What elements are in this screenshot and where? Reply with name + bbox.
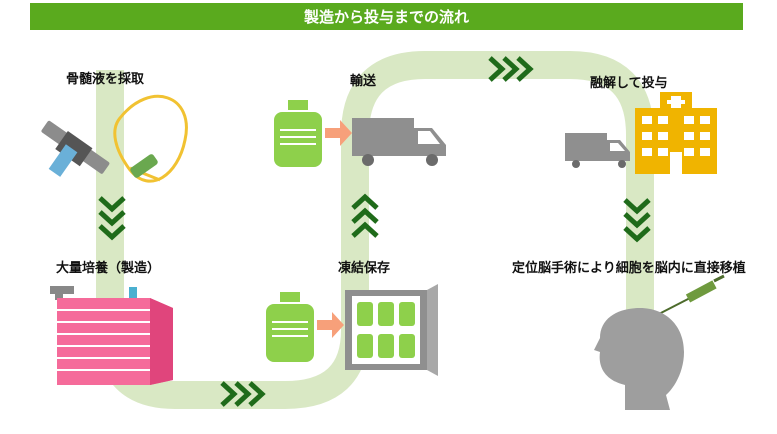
chevron-right-icon [488,56,534,82]
chevron-down-icon [623,198,651,243]
step-label-freeze: 凍結保存 [338,261,391,276]
arrow-right-icon [317,312,344,338]
chevron-up-icon [351,193,379,238]
syringe-icon [654,274,725,317]
culture-stack-icon [50,286,173,385]
freezer-icon [345,284,438,376]
head-silhouette-icon [594,308,684,410]
step-label-implant: 定位脳手術により細胞を脳内に直接移植 [512,261,746,276]
bottle-icon [274,100,322,167]
chevron-down-icon [98,196,126,241]
bottle-icon [266,292,314,362]
arrow-right-icon [325,120,352,146]
chevron-right-icon [220,381,266,407]
diagram-title: 製造から投与までの流れ [30,3,743,30]
step-label-culture: 大量培養（製造） [56,261,161,276]
step-label-thaw: 融解して投与 [590,76,668,91]
truck-icon [352,118,446,166]
bone-marrow-needle-icon [41,120,110,177]
step-label-harvest: 骨髄液を採取 [66,72,145,87]
step-label-transport: 輸送 [350,74,377,89]
truck-icon [565,133,630,168]
hospital-icon [635,92,717,174]
blood-bag-tube-icon [113,94,188,183]
